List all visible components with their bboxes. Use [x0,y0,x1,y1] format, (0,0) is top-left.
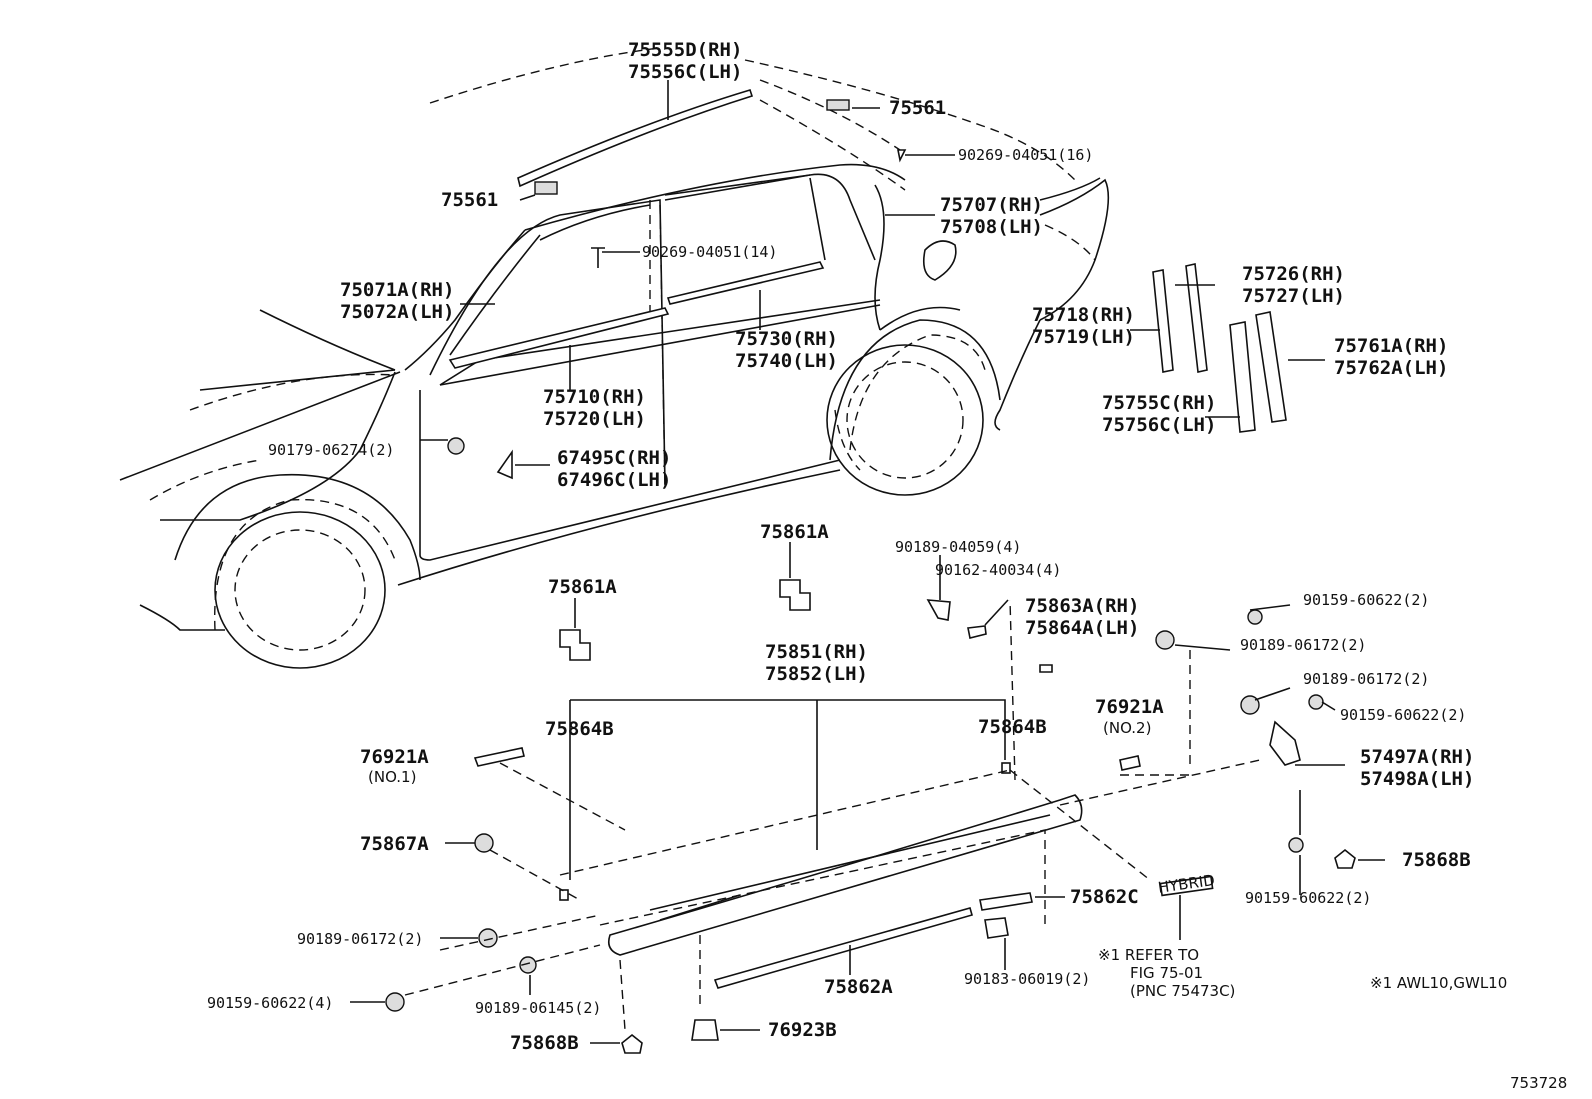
refer-line-1: ※1 REFER TO [1098,946,1199,964]
label-75561-top: 75561 [889,97,946,119]
roof-molding [517,89,907,268]
label-76923b: 76923B [768,1019,837,1041]
label-90159-r1: 90159-60622(2) [1303,591,1429,609]
label-57497a: 57497A(RH) [1360,746,1474,768]
label-90269-14: 90269-04051(14) [642,243,777,261]
label-75730: 75730(RH) [735,328,838,350]
label-75756c: 75756C(LH) [1102,414,1216,436]
label-90179: 90179-06274(2) [268,441,394,459]
car-body-outline [119,47,1110,669]
label-90269-16: 90269-04051(16) [958,146,1093,164]
label-75863a: 75863A(RH) [1025,595,1139,617]
label-75861a-1: 75861A [548,576,617,598]
leader-lines [350,80,1385,1044]
label-75556c: 75556C(LH) [628,61,742,83]
label-90189-06172-l: 90189-06172(2) [297,930,423,948]
label-75720: 75720(LH) [543,408,646,430]
label-75862a: 75862A [824,976,893,998]
label-90183: 90183-06019(2) [964,970,1090,988]
label-75071a: 75071A(RH) [340,279,454,301]
label-75072a: 75072A(LH) [340,301,454,323]
label-75861a-2: 75861A [760,521,829,543]
label-90189-r1: 90189-06172(2) [1240,636,1366,654]
label-75561-left: 75561 [441,189,498,211]
figure-number: 753728 [1510,1074,1567,1092]
refer-line-3: (PNC 75473C) [1130,982,1235,1000]
label-57498a: 57498A(LH) [1360,768,1474,790]
label-76921a-1-note: (NO.1) [368,768,416,786]
hybrid-emblem-text: HYBRID [1157,871,1216,897]
label-67495c: 67495C(RH) [557,447,671,469]
label-75867a: 75867A [360,833,429,855]
label-75852: 75852(LH) [765,663,868,685]
label-75868b-r: 75868B [1402,849,1471,871]
label-90162: 90162-40034(4) [935,561,1061,579]
label-75868b-b: 75868B [510,1032,579,1054]
label-75761a: 75761A(RH) [1334,335,1448,357]
rocker-panel [559,599,1214,1031]
label-75555d: 75555D(RH) [628,39,742,61]
label-75718: 75718(RH) [1032,304,1135,326]
label-75719: 75719(LH) [1032,326,1135,348]
label-76921a-2: 76921A [1095,696,1164,718]
pillar-garnishes [1152,263,1287,433]
label-90189-04059: 90189-04059(4) [895,538,1021,556]
label-76921a-1: 76921A [360,746,429,768]
label-75755c: 75755C(RH) [1102,392,1216,414]
label-90159-l: 90159-60622(4) [207,994,333,1012]
label-75707: 75707(RH) [940,194,1043,216]
refer-line-2: FIG 75-01 [1130,964,1203,982]
small-parts [385,437,1356,1054]
label-75851: 75851(RH) [765,641,868,663]
label-75708: 75708(LH) [940,216,1043,238]
label-75864b-1: 75864B [545,718,614,740]
label-75862c: 75862C [1070,886,1139,908]
label-75864b-2: 75864B [978,716,1047,738]
label-75710: 75710(RH) [543,386,646,408]
label-75740: 75740(LH) [735,350,838,372]
label-76921a-2-note: (NO.2) [1103,719,1151,737]
label-75726: 75726(RH) [1242,263,1345,285]
model-note: ※1 AWL10,GWL10 [1370,974,1507,992]
label-75864a: 75864A(LH) [1025,617,1139,639]
label-90159-r2: 90159-60622(2) [1340,706,1466,724]
label-90189-06145: 90189-06145(2) [475,999,601,1017]
label-90189-r2: 90189-06172(2) [1303,670,1429,688]
label-90159-r3: 90159-60622(2) [1245,889,1371,907]
label-75762a: 75762A(LH) [1334,357,1448,379]
label-67496c: 67496C(LH) [557,469,671,491]
label-75727: 75727(LH) [1242,285,1345,307]
